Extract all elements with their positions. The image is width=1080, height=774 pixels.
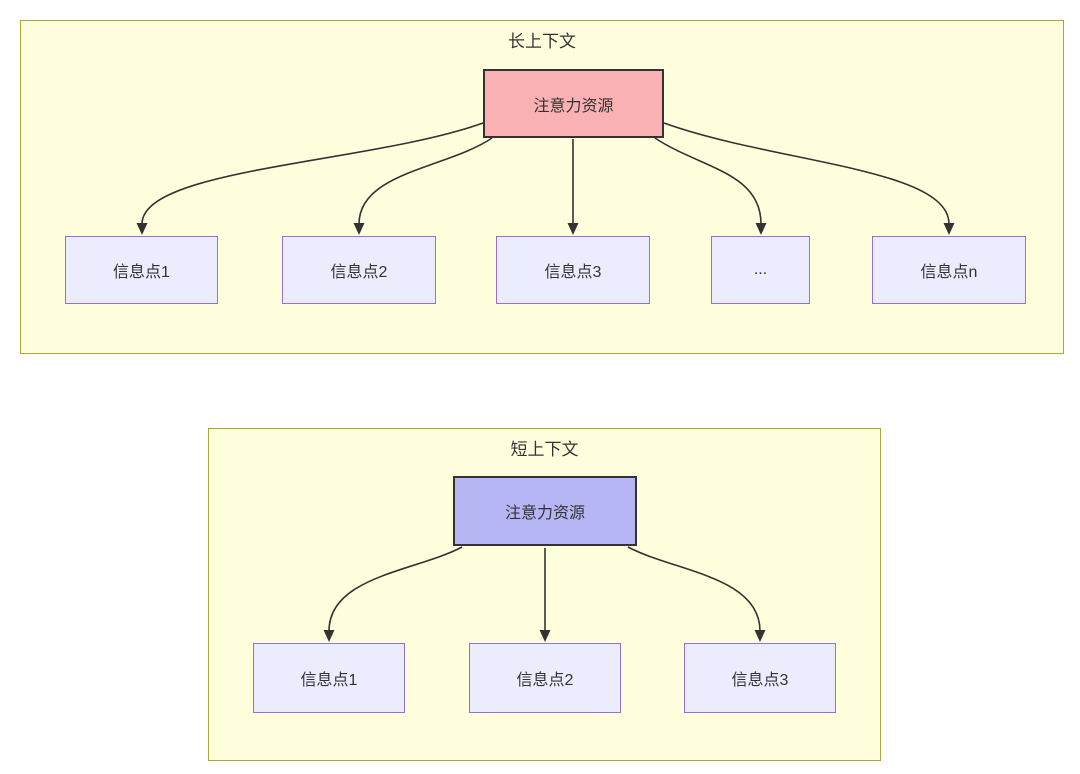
attention-node-short: 注意力资源: [453, 476, 637, 546]
info-node-long-1: 信息点1: [65, 236, 218, 304]
info-node-short-3: 信息点3: [684, 643, 836, 713]
info-node-long-ellipsis: ...: [711, 236, 810, 304]
info-node-long-2: 信息点2: [282, 236, 436, 304]
info-node-long-n: 信息点n: [872, 236, 1026, 304]
attention-node-long: 注意力资源: [483, 69, 664, 138]
info-node-short-1: 信息点1: [253, 643, 405, 713]
subgraph-short-context-title: 短上下文: [510, 440, 579, 459]
subgraph-long-context-title: 长上下文: [508, 32, 576, 51]
info-node-short-2: 信息点2: [469, 643, 621, 713]
info-node-long-3: 信息点3: [496, 236, 650, 304]
